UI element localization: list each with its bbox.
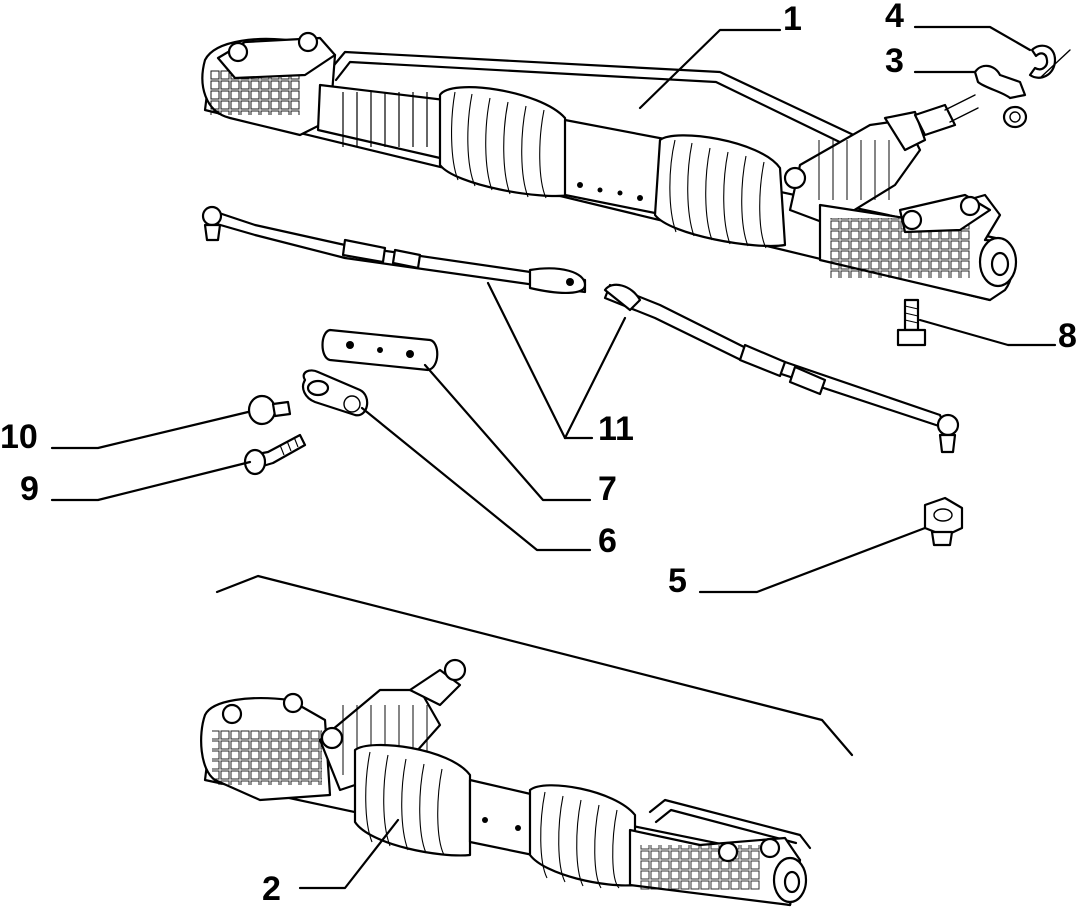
left-bellows [438,86,572,199]
callout-7: 7 [598,470,617,508]
leader-11b [563,316,627,440]
callout-3: 3 [885,42,904,80]
callout-11: 11 [598,410,634,448]
left-housing [201,31,337,137]
tie-rod-right [603,283,960,454]
leader-6 [360,406,592,552]
lock-plate-part-6 [301,369,369,417]
circlip-part-4 [1028,44,1071,79]
nut-part-5 [923,496,964,547]
steering-rack-lower [200,658,812,907]
bolt-part-9 [243,433,307,476]
leader-5 [698,526,927,594]
tie-rod-left [201,205,587,295]
washer-part-10 [247,394,292,426]
leader-8 [918,318,1057,347]
leader-7 [423,363,592,502]
right-housing [818,193,1018,302]
callout-4: 4 [885,0,904,35]
callout-9: 9 [20,470,39,508]
leader-11a [486,281,567,440]
pinion-housing [783,94,979,227]
steering-rack-upper [201,31,1018,302]
callout-2: 2 [262,870,281,908]
callout-5: 5 [668,562,687,600]
callout-6: 6 [598,522,617,560]
bolt-part-8 [896,298,927,347]
leader-2 [298,818,400,890]
leader-1 [638,28,782,110]
callout-1: 1 [783,0,802,38]
leader-lines [50,25,1057,890]
right-bellows [653,134,787,249]
callout-10: 10 [0,418,38,456]
plate-part-7 [321,328,439,372]
leader-4 [913,25,1032,52]
section-divider [215,574,854,757]
leader-10 [50,410,250,450]
leader-9 [50,460,252,502]
callout-8: 8 [1058,317,1077,355]
clip-part-3 [973,64,1028,129]
